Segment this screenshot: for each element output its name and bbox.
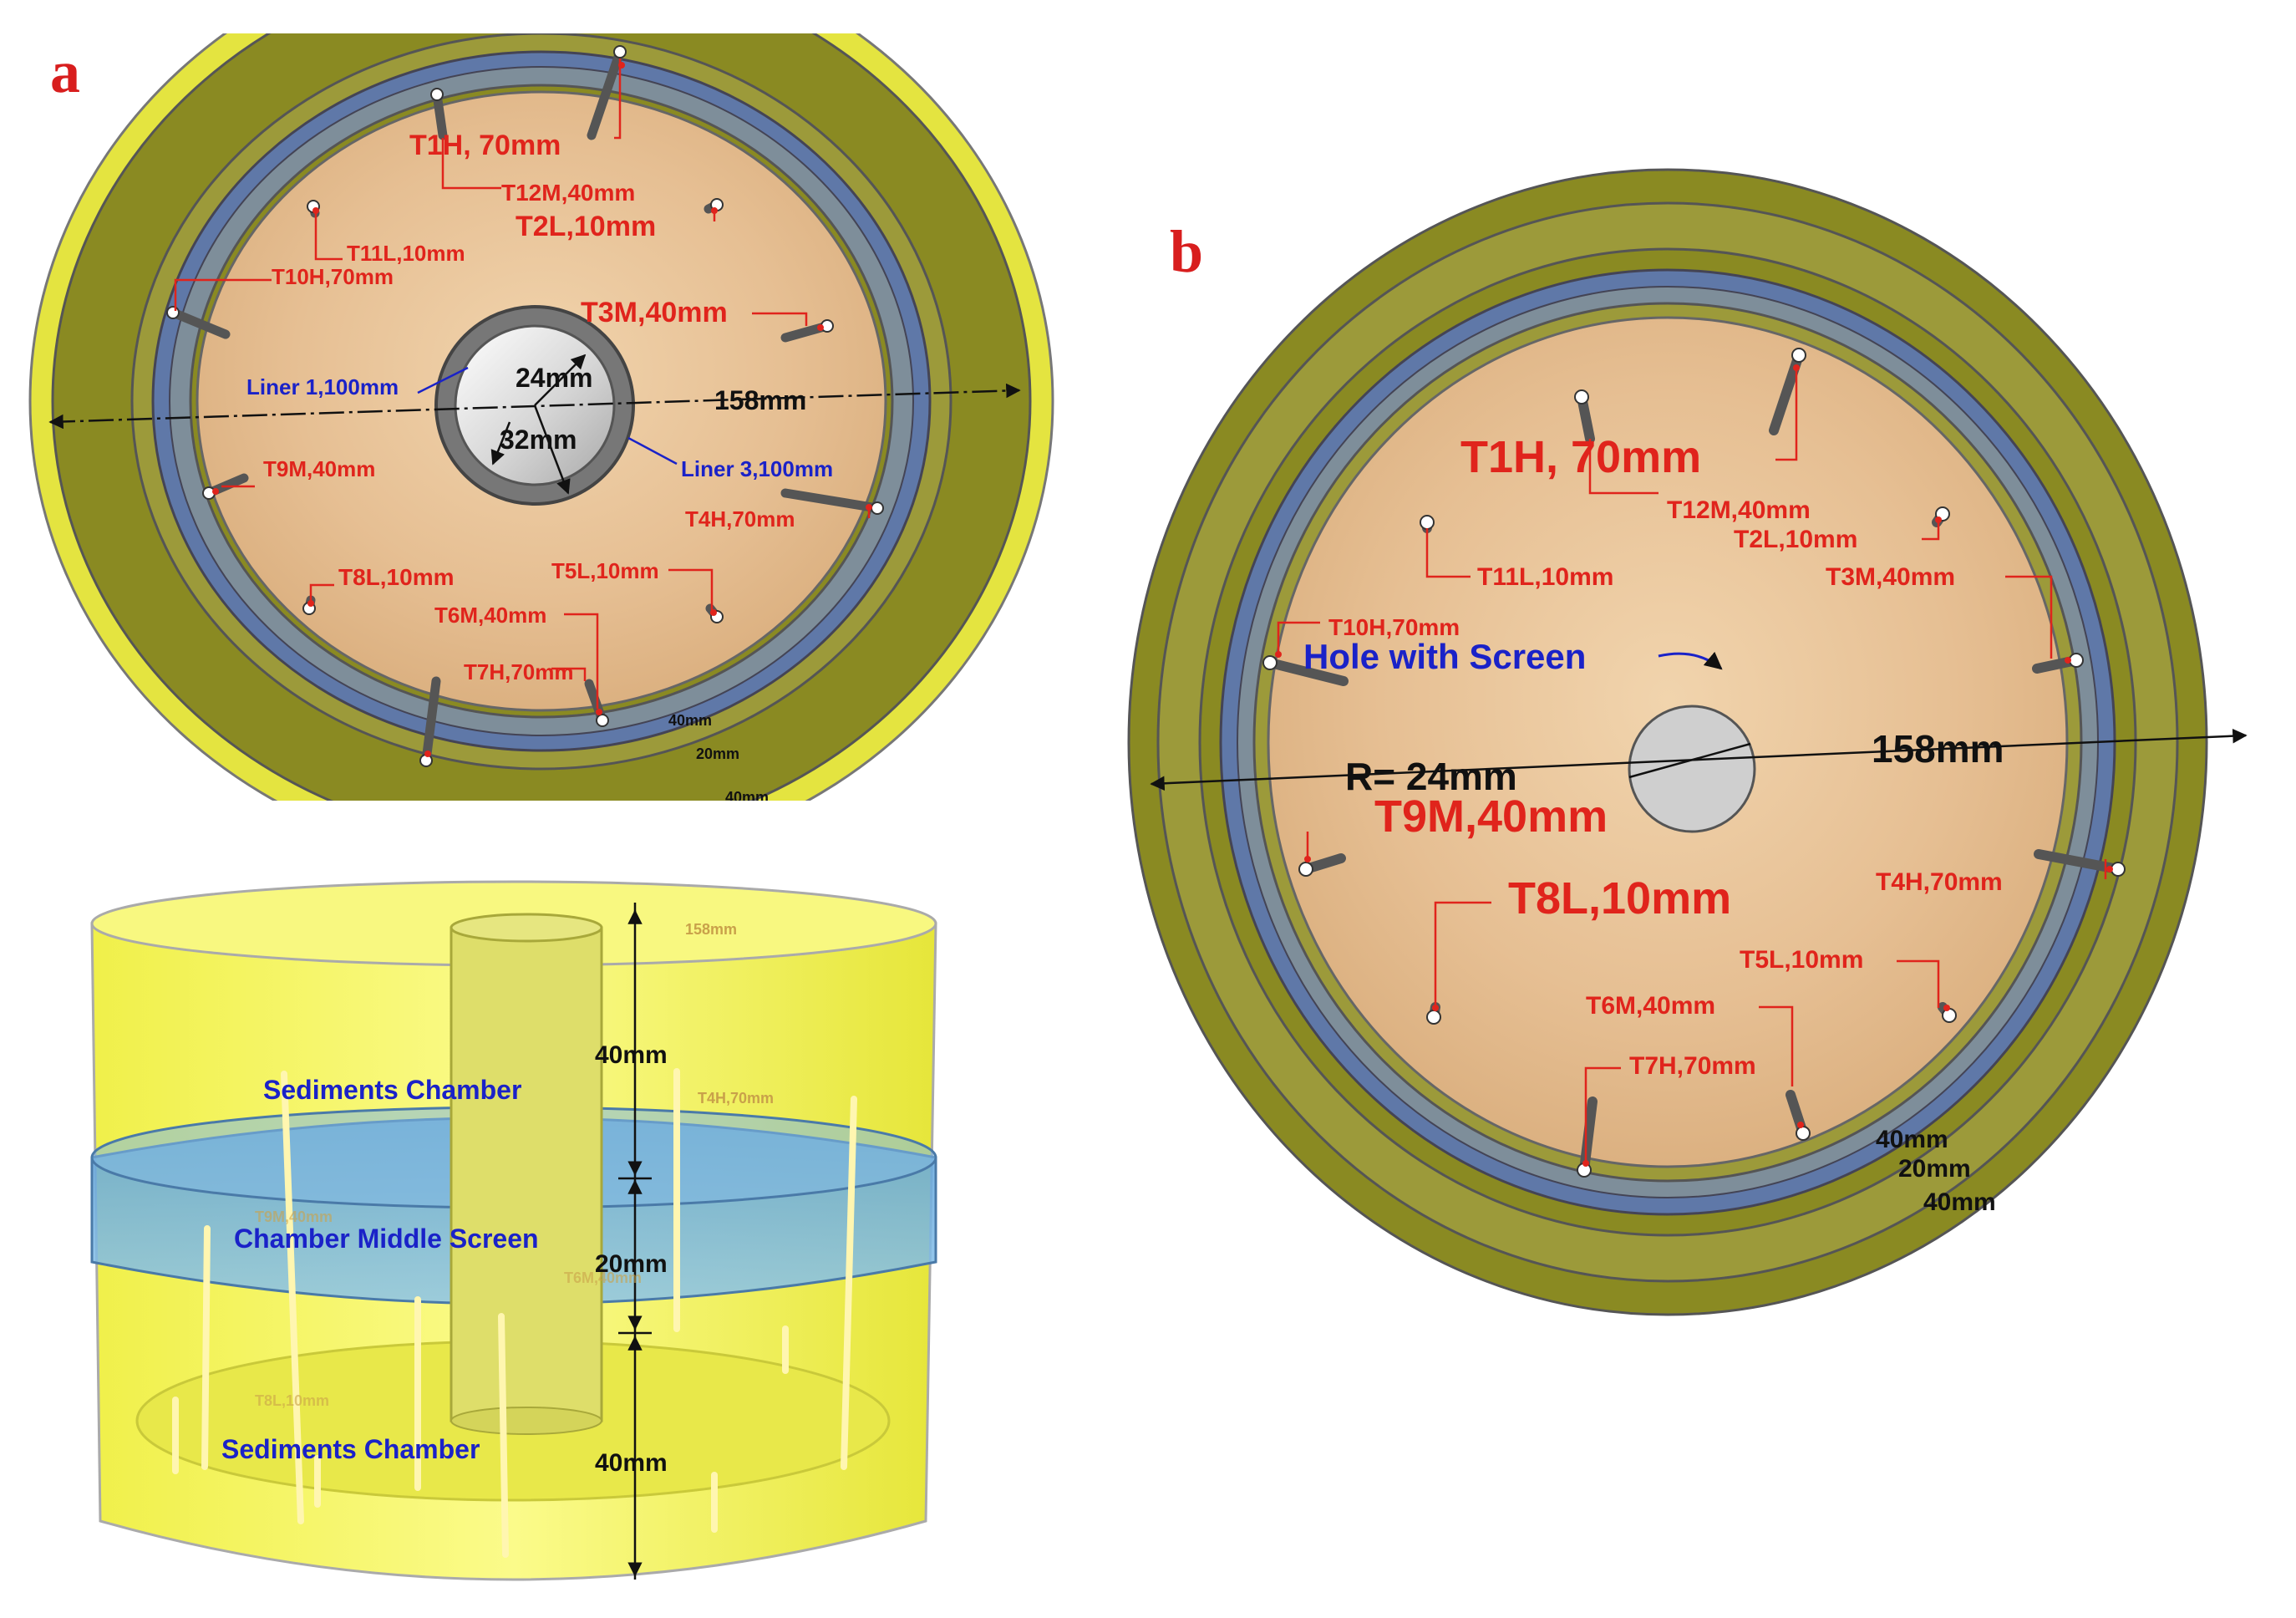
side-faint-t8l: T8L,10mm xyxy=(255,1392,329,1409)
panel-a-label-t9m: T9M,40mm xyxy=(263,456,375,481)
panel-b-label-t10h: T10H,70mm xyxy=(1328,614,1460,640)
panel-b-label-t9m: T9M,40mm xyxy=(1374,791,1608,842)
side-faint-t6m: T6M,40mm xyxy=(564,1269,642,1286)
panel-a-dim-ring2: 20mm xyxy=(696,745,739,762)
panel-a-label-t12m: T12M,40mm xyxy=(501,180,635,206)
panel-b-label-t12m: T12M,40mm xyxy=(1667,496,1811,524)
panel-b-dim-radius: R= 24mm xyxy=(1345,755,1517,798)
panel-a-label-t7h: T7H,70mm xyxy=(464,659,574,684)
panel-b-hole xyxy=(1628,705,1756,833)
side-bottom-chamber-label: Sediments Chamber xyxy=(221,1434,480,1464)
panel-b-label-t1h: T1H, 70mm xyxy=(1460,432,1701,482)
panel-a-label-t1h: T1H, 70mm xyxy=(409,130,561,161)
side-top-chamber-label: Sediments Chamber xyxy=(263,1075,521,1105)
panel-b-label-t11l: T11L,10mm xyxy=(1477,563,1613,591)
panel-a-dim-inner: 24mm xyxy=(516,363,593,393)
side-middle-label: Chamber Middle Screen xyxy=(234,1224,539,1254)
side-sensor-rods xyxy=(172,1068,857,1558)
panel-b-label-t2l: T2L,10mm xyxy=(1734,526,1857,553)
panel-a: T1H, 70mm T12M,40mm T2L,10mm T11L,10mm T… xyxy=(0,33,1069,806)
panel-b-label-t6m: T6M,40mm xyxy=(1586,992,1715,1020)
panel-a-label-t4h: T4H,70mm xyxy=(685,506,795,532)
panel-a-dim-ring1: 40mm xyxy=(668,712,712,729)
side-dim-middle: 20mm xyxy=(595,1250,668,1278)
panel-b-label-t4h: T4H,70mm xyxy=(1876,868,2003,896)
panel-a-label-t8l: T8L,10mm xyxy=(338,564,455,590)
panel-b: T1H, 70mm T12M,40mm T2L,10mm T11L,10mm T… xyxy=(1127,168,2248,1316)
panel-b-dim-ring3: 40mm xyxy=(1923,1188,1996,1216)
panel-b-label-t3m: T3M,40mm xyxy=(1826,563,1955,591)
panel-side: Sediments Chamber Chamber Middle Screen … xyxy=(90,880,937,1581)
panel-b-dim-ring1: 40mm xyxy=(1876,1126,1948,1153)
panel-a-label-t11l: T11L,10mm xyxy=(347,241,465,266)
panel-b-letter: b xyxy=(1170,218,1203,285)
side-faint-t9m: T9M,40mm xyxy=(255,1208,333,1225)
panel-a-label-t6m: T6M,40mm xyxy=(434,603,546,628)
panel-b-label-t7h: T7H,70mm xyxy=(1629,1052,1756,1080)
panel-a-label-t10h: T10H,70mm xyxy=(272,264,394,289)
side-dim-top: 40mm xyxy=(595,1041,668,1069)
panel-b-hole-label: Hole with Screen xyxy=(1303,637,1586,676)
side-dim-diameter: 158mm xyxy=(685,921,737,938)
panel-b-label-t5l: T5L,10mm xyxy=(1740,946,1863,974)
panel-a-liner-1: Liner 1,100mm xyxy=(246,374,399,399)
side-center-pipe xyxy=(450,926,603,1422)
panel-a-label-t3m: T3M,40mm xyxy=(581,297,728,328)
side-dim-bottom: 40mm xyxy=(595,1449,668,1477)
panel-b-dim-ring2: 20mm xyxy=(1898,1155,1971,1183)
side-faint-t4h: T4H,70mm xyxy=(698,1090,774,1107)
panel-a-label-t2l: T2L,10mm xyxy=(516,211,656,242)
panel-a-label-t5l: T5L,10mm xyxy=(551,558,659,583)
panel-a-dim-outer: 32mm xyxy=(500,425,577,455)
panel-a-letter: a xyxy=(50,38,80,105)
panel-a-dim-ring3: 40mm xyxy=(725,789,769,806)
panel-a-dim-diameter: 158mm xyxy=(714,385,806,415)
panel-a-liner-3: Liner 3,100mm xyxy=(681,456,833,481)
panel-b-dim-diameter: 158mm xyxy=(1872,727,2004,771)
panel-b-label-t8l: T8L,10mm xyxy=(1508,873,1731,923)
